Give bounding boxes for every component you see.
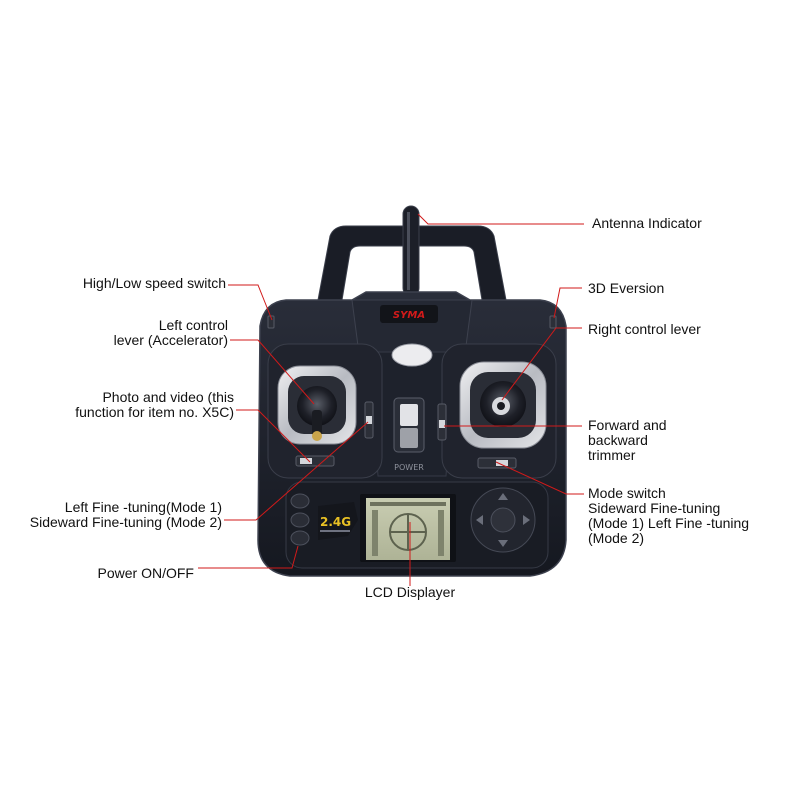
leader-lines bbox=[198, 213, 584, 586]
speed-switch[interactable] bbox=[267, 315, 275, 329]
leader-line-photo-video bbox=[236, 409, 311, 463]
callout-antenna-text: Antenna Indicator bbox=[592, 215, 702, 231]
power-label: POWER bbox=[394, 463, 424, 472]
callout-trimmer-line1: Forward and bbox=[588, 417, 667, 433]
callout-left-lever-line2: lever (Accelerator) bbox=[113, 332, 228, 348]
eversion-button[interactable] bbox=[549, 315, 557, 329]
frequency-badge-text: 2.4G bbox=[320, 515, 351, 529]
mode-dpad bbox=[470, 487, 536, 553]
callout-mode-switch-line2: Sideward Fine-tuning bbox=[588, 500, 721, 516]
callout-photo-video-line2: function for item no. X5C) bbox=[75, 404, 234, 420]
left-control-lever bbox=[277, 365, 357, 445]
callout-right-control-lever: Right control lever bbox=[588, 322, 701, 337]
callout-speed-switch-text: High/Low speed switch bbox=[82, 275, 226, 291]
trim-switches bbox=[364, 401, 447, 441]
callout-trimmer-line3: trimmer bbox=[588, 447, 636, 463]
brand-logo-text: SYMA bbox=[393, 310, 425, 321]
callout-left-lever-line1: Left control bbox=[158, 317, 228, 333]
callout-fine-tuning: Left Fine -tuning(Mode 1) Sideward Fine-… bbox=[30, 500, 222, 530]
callout-lcd-displayer: LCD Displayer bbox=[344, 585, 476, 600]
callout-mode-switch-line4: (Mode 2) bbox=[588, 530, 645, 546]
leader-line-power bbox=[198, 545, 299, 569]
callout-right-lever-text: Right control lever bbox=[588, 321, 701, 337]
callout-mode-switch: Mode switch Sideward Fine-tuning (Mode 1… bbox=[588, 486, 749, 546]
brand-logo: SYMA bbox=[380, 305, 438, 323]
antenna bbox=[402, 205, 420, 297]
leader-line-eversion bbox=[553, 287, 582, 319]
led-indicator bbox=[391, 343, 433, 367]
callout-eversion-text: 3D Eversion bbox=[588, 280, 665, 296]
callout-fine-tuning-line2: Sideward Fine-tuning (Mode 2) bbox=[29, 514, 222, 530]
callout-left-control-lever: Left control lever (Accelerator) bbox=[114, 318, 228, 348]
callout-antenna-indicator: Antenna Indicator bbox=[592, 216, 702, 231]
right-control-lever bbox=[459, 361, 547, 449]
callout-lcd-text: LCD Displayer bbox=[364, 584, 456, 600]
leader-line-fine-tuning bbox=[224, 421, 369, 521]
callout-trimmer: Forward and backward trimmer bbox=[588, 418, 667, 463]
callout-power: Power ON/OFF bbox=[98, 566, 194, 581]
callout-speed-switch: High/Low speed switch bbox=[83, 276, 226, 291]
left-fine-tuning-buttons bbox=[290, 493, 310, 546]
leader-line-speed-switch bbox=[228, 284, 273, 321]
callout-trimmer-line2: backward bbox=[588, 432, 648, 448]
callout-mode-switch-line3: (Mode 1) Left Fine -tuning bbox=[588, 515, 750, 531]
power-switch[interactable]: POWER bbox=[393, 397, 425, 472]
lcd-screen bbox=[360, 494, 456, 562]
leader-line-left-lever bbox=[230, 339, 315, 405]
leader-line-mode-switch bbox=[495, 461, 584, 495]
callout-power-text: Power ON/OFF bbox=[97, 565, 194, 581]
callout-fine-tuning-line1: Left Fine -tuning(Mode 1) bbox=[64, 499, 222, 515]
leader-line-right-lever bbox=[501, 327, 582, 401]
callout-mode-switch-line1: Mode switch bbox=[588, 485, 666, 501]
callout-photo-video-line1: Photo and video (this bbox=[102, 389, 234, 405]
leader-line-antenna bbox=[417, 213, 584, 225]
callout-photo-video: Photo and video (this function for item … bbox=[75, 390, 234, 420]
frequency-badge: 2.4G bbox=[318, 502, 358, 540]
callout-3d-eversion: 3D Eversion bbox=[588, 281, 664, 296]
